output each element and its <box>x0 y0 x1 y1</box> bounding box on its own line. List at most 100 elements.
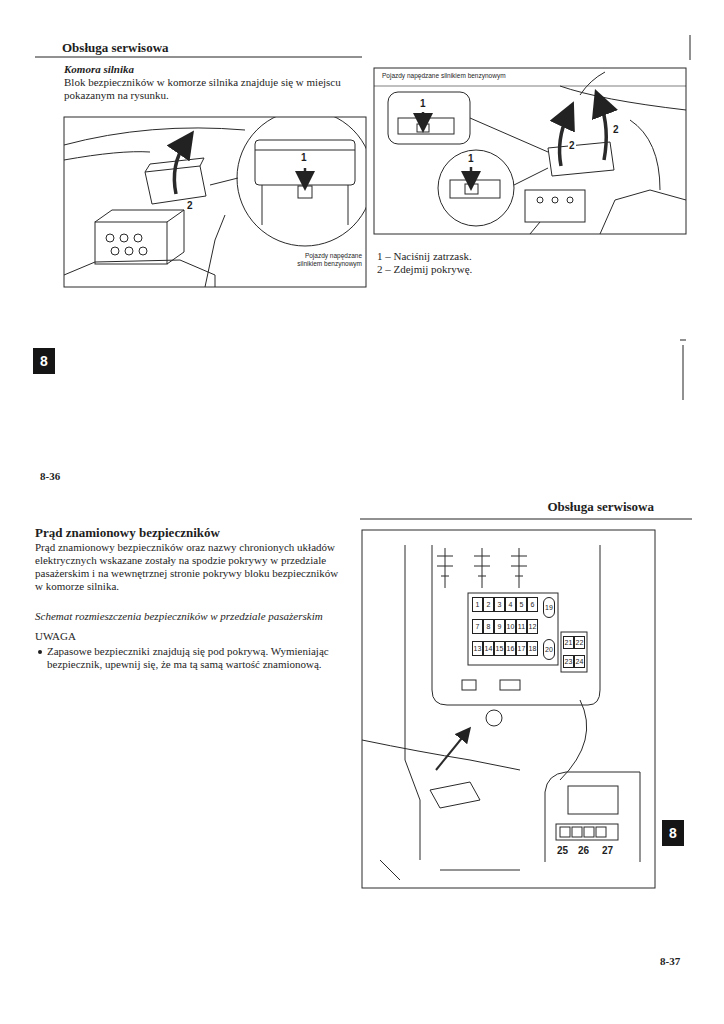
fuse-number: 5 <box>520 601 524 609</box>
passenger-fuse-figure-part <box>462 680 476 690</box>
engine-bay-figure-2-part-part <box>560 114 568 166</box>
fuse-cell: 10 <box>505 619 516 634</box>
engine-bay-figure-2-part-part <box>525 190 585 222</box>
callout-number: 1 <box>419 98 427 109</box>
engine-bay-figure-1-part-part <box>95 222 167 264</box>
engine-bay-figure-1-part <box>64 117 366 287</box>
page-rules-part <box>680 340 686 400</box>
body-text: Blok bezpieczników w komorze silnika zna… <box>64 76 364 102</box>
callout-number: 2 <box>186 200 194 211</box>
engine-bay-figure-1-part-part <box>64 128 245 145</box>
passenger-fuse-figure-part <box>500 680 520 690</box>
fuse-number: 6 <box>531 601 535 609</box>
callout-number: 2 <box>612 124 620 135</box>
engine-bay-figure-2-part-part <box>537 197 543 203</box>
engine-bay-figure-2-part-part <box>600 102 606 160</box>
chapter-tab: 8 <box>33 348 55 374</box>
engine-bay-figure-1-part-part <box>106 234 114 242</box>
callout-number: 27 <box>601 845 614 856</box>
fuse-cell: 15 <box>494 641 505 656</box>
page-rules <box>35 35 692 519</box>
engine-bay-figure-2-part-part <box>465 184 478 194</box>
page-rules-part <box>35 57 362 58</box>
passenger-fuse-figure-part <box>561 632 587 672</box>
passenger-fuse-figure-part <box>511 548 527 588</box>
engine-bay-figure-1-part-part <box>304 168 307 181</box>
engine-bay-figure-2-part-part <box>514 168 548 185</box>
page-number: 8-37 <box>660 955 680 968</box>
engine-bay-figure-1 <box>64 110 373 287</box>
engine-bay-figure-2-part-part <box>398 118 454 134</box>
fuse-cell: 22 <box>574 636 585 649</box>
engine-bay-figure-2-part-part <box>552 197 558 203</box>
fuse-number: 4 <box>509 601 513 609</box>
passenger-fuse-figure-part <box>468 593 558 665</box>
engine-bay-figure-2-part <box>374 68 686 234</box>
passenger-fuse-figure-part <box>437 548 453 588</box>
fuse-cell: 14 <box>483 641 494 656</box>
fuse-number: 23 <box>565 658 573 666</box>
passenger-fuse-figure-part <box>405 545 420 860</box>
engine-bay-figure-1-part-part <box>95 210 184 264</box>
passenger-fuse-figure-part <box>556 824 618 840</box>
engine-bay-figure-2-part-part <box>422 112 425 123</box>
engine-bay-figure-2-part-part <box>438 150 514 226</box>
bullet-dot <box>38 650 42 654</box>
fuse-number: 8 <box>487 623 491 631</box>
engine-bay-figure-2-part-part <box>417 124 429 132</box>
engine-bay-figure-1-part-part <box>255 140 355 185</box>
fuse-number: 2 <box>487 601 491 609</box>
engine-bay-figure-2-part-part <box>530 190 686 234</box>
fuse-cell: 8 <box>483 619 494 634</box>
engine-bay-figure-1-part-part <box>237 117 366 246</box>
fuse-cell: 9 <box>494 619 505 634</box>
fuse-number: 20 <box>545 646 553 654</box>
engine-bay-figure-1-part-part <box>298 186 312 198</box>
note-text: Zapasowe bezpieczniki znajdują się pod p… <box>47 645 347 671</box>
fuse-number: 3 <box>498 601 502 609</box>
legend-step: 1 – Naciśnij zatrzask. <box>377 250 472 263</box>
callout-number: 1 <box>300 152 308 163</box>
engine-bay-figure-1-part-part <box>174 142 186 194</box>
fuse-cell: 20 <box>543 639 555 660</box>
passenger-fuse-figure-part <box>596 827 606 837</box>
fuse-cell: 11 <box>516 619 527 634</box>
fuse-cell: 4 <box>505 597 516 612</box>
page-rules-part <box>360 519 692 520</box>
fuse-number: 21 <box>565 639 573 647</box>
engine-bay-figure-2 <box>374 68 686 234</box>
page-header: Obsługa serwisowa <box>62 40 169 55</box>
passenger-fuse-figure-part <box>560 827 570 837</box>
passenger-fuse-figure-part <box>432 545 600 705</box>
chapter-tab: 8 <box>662 820 684 846</box>
fuse-cell: 18 <box>527 641 538 656</box>
fuse-number: 24 <box>576 658 584 666</box>
section-heading: Prąd znamionowy bezpieczników <box>35 525 220 540</box>
engine-bay-figure-2-part-part <box>630 120 660 190</box>
engine-bay-figure-1-part-part <box>125 247 133 255</box>
fuse-number: 22 <box>576 639 584 647</box>
passenger-fuse-figure-part <box>474 548 490 588</box>
engine-bay-figure-2-part-part <box>567 197 573 203</box>
passenger-fuse-figure-part <box>560 700 587 780</box>
section-heading: Komora silnika <box>64 63 134 76</box>
engine-bay-figure-2-part-part <box>388 92 470 144</box>
fuse-cell: 19 <box>543 597 555 618</box>
passenger-fuse-figure-part <box>362 740 520 770</box>
fuse-number: 19 <box>545 604 553 612</box>
fuse-number: 12 <box>529 623 537 631</box>
fuse-cell: 5 <box>516 597 527 612</box>
callout-number: 1 <box>467 153 475 164</box>
engine-bay-figure-1-part-part <box>64 152 150 160</box>
passenger-fuse-figure-part <box>545 772 640 862</box>
engine-bay-figure-2-part-part <box>580 72 605 95</box>
subsection-heading: Schemat rozmieszczenia bezpieczników w p… <box>35 610 355 623</box>
engine-bay-figure-2-part-part <box>450 180 500 198</box>
figure-note: Pojazdy napędzane silnikiem benzynowym <box>288 252 362 267</box>
engine-bay-figure-1-part-part <box>134 234 142 242</box>
fuse-number: 14 <box>485 645 493 653</box>
engine-bay-figure-1-part-part <box>255 150 355 151</box>
page-rules-part <box>690 35 691 60</box>
fuse-cell: 12 <box>527 619 538 634</box>
fuse-cell: 24 <box>574 655 585 668</box>
